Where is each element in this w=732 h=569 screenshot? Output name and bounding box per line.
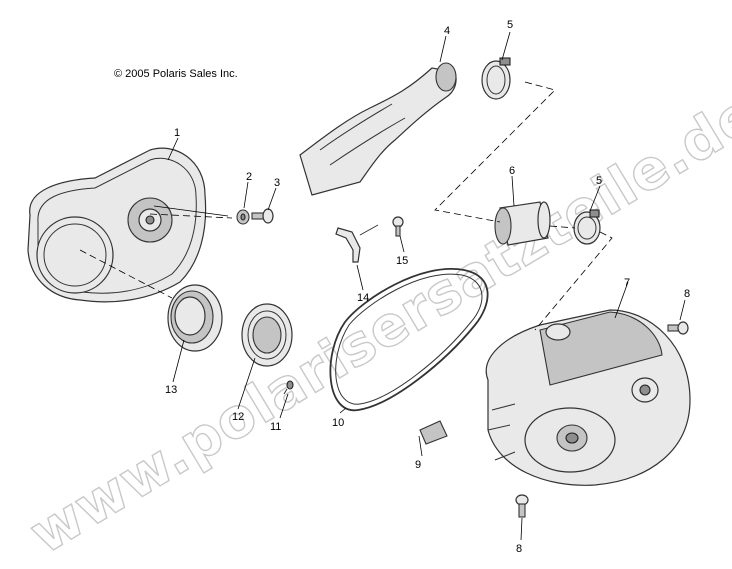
callout-15: 15 xyxy=(396,255,408,267)
leader-lines xyxy=(153,31,686,541)
inner-seal xyxy=(241,303,293,367)
callout-9: 9 xyxy=(415,459,421,471)
callout-7: 7 xyxy=(624,277,630,289)
bracket xyxy=(335,224,379,263)
callout-3: 3 xyxy=(274,177,280,189)
cover-bolt-right xyxy=(667,321,689,335)
cover-bolt-bottom xyxy=(515,494,529,518)
callout-8-bottom: 8 xyxy=(516,543,522,555)
callout-10: 10 xyxy=(332,417,344,429)
callout-6: 6 xyxy=(509,165,515,177)
callout-8-right: 8 xyxy=(684,288,690,300)
callout-4: 4 xyxy=(444,25,450,37)
small-screw xyxy=(283,380,294,395)
duct-sleeve xyxy=(494,201,551,246)
outer-seal xyxy=(167,284,223,352)
outer-clutch-cover xyxy=(485,309,691,486)
decal xyxy=(419,420,448,445)
inner-clutch-cover xyxy=(27,147,207,303)
assembly-lines xyxy=(79,81,613,331)
callout-12: 12 xyxy=(232,411,244,423)
screw xyxy=(392,216,404,237)
callout-13: 13 xyxy=(165,384,177,396)
air-intake-duct xyxy=(299,62,457,196)
washer xyxy=(236,209,250,225)
callout-1: 1 xyxy=(174,127,180,139)
callout-14: 14 xyxy=(357,292,369,304)
callout-11: 11 xyxy=(270,421,281,433)
callout-2: 2 xyxy=(246,171,252,183)
copyright-text: © 2005 Polaris Sales Inc. xyxy=(114,68,238,80)
callouts: 1 2 3 4 5 6 5 7 8 15 14 13 12 11 10 9 8 xyxy=(165,19,690,555)
drive-belt xyxy=(329,268,489,411)
callout-5-top: 5 xyxy=(507,19,513,31)
callout-5-lower: 5 xyxy=(596,175,602,187)
hose-clamp-top xyxy=(481,57,511,100)
bolt xyxy=(251,208,274,224)
